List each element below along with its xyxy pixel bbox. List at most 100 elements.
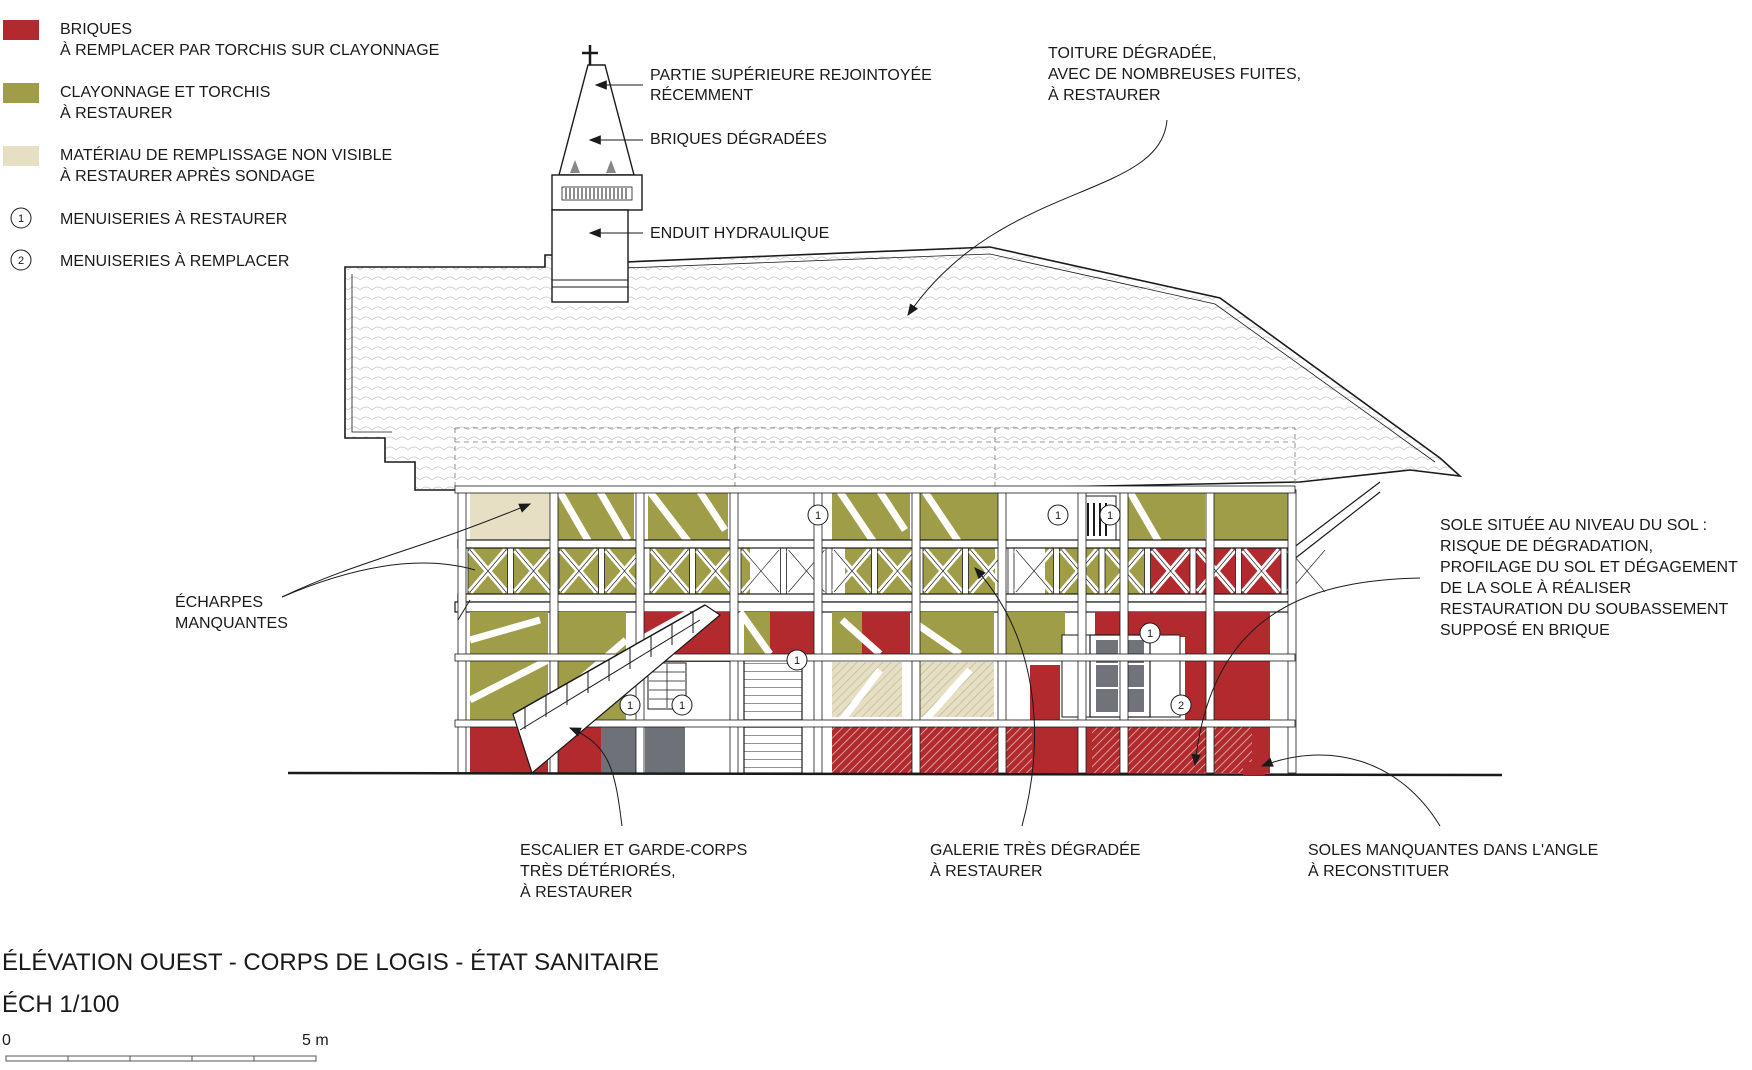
- joinery-marker-1: 1: [1099, 504, 1121, 526]
- scale-bar-end-label: 5 m: [302, 1032, 329, 1049]
- legend-infill-line2: À RESTAURER APRÈS SONDAGE: [60, 166, 315, 185]
- joinery-marker-1: 1: [671, 694, 693, 716]
- svg-text:1: 1: [815, 510, 821, 522]
- gallery-baluster: [1007, 547, 1015, 595]
- gallery-cross-outline: [833, 549, 871, 593]
- annotation-roof-line2: AVEC DE NOMBREUSES FUITES,: [1048, 66, 1301, 83]
- shutter-right: [1149, 634, 1181, 718]
- leader-missing-sills: [1260, 754, 1441, 827]
- frame-post: [1077, 489, 1087, 774]
- gallery-baluster: [507, 547, 514, 595]
- frame-post: [813, 489, 823, 774]
- legend-marker-1-icon: [10, 207, 32, 229]
- upper-brace-beams: [556, 489, 1164, 547]
- gallery-baluster: [643, 547, 651, 595]
- legend-wattle-line2: À RESTAURER: [60, 103, 173, 122]
- stair-handrail-lower: [519, 619, 701, 731]
- joinery-marker-1: 1: [807, 504, 829, 526]
- gallery-cross-outline: [1152, 549, 1189, 593]
- panel-ground-brick: [770, 612, 814, 654]
- hidden-frame-dashed: [454, 427, 1296, 490]
- frame-corner-brace: [457, 599, 471, 621]
- frame-post: [911, 489, 921, 774]
- gallery-baluster: [1235, 547, 1242, 595]
- legend: BRIQUES À REMPLACER PAR TORCHIS SUR CLAY…: [3, 20, 439, 271]
- joinery-marker-1: 1: [786, 649, 808, 671]
- gallery-cross-outline: [560, 549, 598, 593]
- leader-stairs: [568, 727, 623, 827]
- legend-swatch-brick: [3, 20, 39, 40]
- joinery-markers: 1 1 1 1 1 1 1 2: [619, 504, 1192, 716]
- frame-post: [635, 489, 645, 774]
- gallery-cross-outline: [1243, 549, 1280, 593]
- annotation-sill-line1: SOLE SITUÉE AU NIVEAU DU SOL :: [1440, 515, 1707, 534]
- panel-upper-wattle: [1125, 490, 1205, 544]
- annotation-roof-line3: À RESTAURER: [1048, 85, 1161, 104]
- frame-top-plate: [454, 485, 1296, 494]
- leader-lines: [281, 80, 1441, 827]
- leader-braces-upper: [281, 503, 532, 598]
- joinery-marker-1: 1: [619, 694, 641, 716]
- frame-post: [997, 489, 1007, 774]
- legend-marker-2-icon: [10, 249, 32, 271]
- panel-base-gray: [601, 727, 639, 773]
- panel-base-gray: [645, 727, 685, 773]
- gallery-cross-outline: [1197, 549, 1235, 593]
- annotation-chimney-bricks: BRIQUES DÉGRADÉES: [650, 129, 827, 148]
- gallery-cross-outline: [742, 549, 780, 593]
- joinery-marker-1: 1: [1139, 622, 1161, 644]
- frame-post: [1205, 489, 1215, 774]
- frame-post: [457, 489, 467, 774]
- gallery-baluster: [1189, 547, 1197, 595]
- frame-sill-rail: [454, 719, 1296, 728]
- panel-upper-wattle: [556, 490, 634, 544]
- stair-handrail: [512, 604, 706, 715]
- staircase: [512, 604, 721, 775]
- annotation-sill-line5: RESTAURATION DU SOUBASSEMENT: [1440, 601, 1729, 618]
- chimney: [551, 45, 643, 303]
- joinery-marker-2: 2: [1170, 694, 1192, 716]
- svg-text:1: 1: [679, 700, 685, 712]
- leader-braces-lower: [281, 562, 476, 598]
- gallery-cross-outline: [879, 549, 916, 593]
- gallery-cross-outline: [651, 549, 689, 593]
- chimney-spire: [558, 64, 635, 176]
- drawing-title: ÉLÉVATION OUEST - CORPS DE LOGIS - ÉTAT …: [2, 949, 659, 976]
- annotation-missing-sills-line1: SOLES MANQUANTES DANS L'ANGLE: [1308, 842, 1598, 859]
- gallery-baluster: [871, 547, 878, 595]
- legend-infill-line1: MATÉRIAU DE REMPLISSAGE NON VISIBLE: [60, 145, 392, 164]
- panel-ground-wattle: [1005, 612, 1065, 654]
- svg-text:1: 1: [627, 700, 633, 712]
- annotation-sill-line6: SUPPOSÉ EN BRIQUE: [1440, 620, 1610, 639]
- chimney-stack: [551, 209, 629, 303]
- ground-line: [287, 771, 1503, 777]
- scale-bar-start-label: 0: [2, 1032, 11, 1049]
- svg-text:1: 1: [1107, 510, 1113, 522]
- annotation-chimney-top-line1: PARTIE SUPÉRIEURE REJOINTOYÉE: [650, 65, 932, 84]
- gallery-baluster: [962, 547, 969, 595]
- annotation-braces-line2: MANQUANTES: [175, 615, 288, 632]
- annotation-roof-line1: TOITURE DÉGRADÉE,: [1048, 43, 1217, 62]
- scale-label: ÉCH 1/100: [2, 991, 119, 1018]
- annotation-stairs-line3: À RESTAURER: [520, 882, 633, 901]
- gallery-cross-outline: [1015, 549, 1053, 593]
- legend-marker-1-number: 1: [18, 213, 24, 225]
- panel-ground-brick: [1250, 612, 1270, 722]
- gallery-cross-outline: [515, 549, 552, 593]
- gallery-side-brace: [1292, 481, 1381, 561]
- svg-text:1: 1: [794, 655, 800, 667]
- legend-brick-line2: À REMPLACER PAR TORCHIS SUR CLAYONNAGE: [60, 40, 439, 59]
- frame-post: [1119, 489, 1129, 774]
- gallery-baluster: [1053, 547, 1060, 595]
- annotation-braces-line1: ÉCHARPES: [175, 592, 263, 611]
- leader-roof: [907, 119, 1168, 316]
- chimney-vent-right: [606, 160, 616, 173]
- frame-post: [1287, 489, 1297, 774]
- frame-post: [729, 489, 739, 774]
- gallery-top-rail: [457, 539, 1294, 549]
- gallery-baluster: [780, 547, 787, 595]
- gallery-baluster: [825, 547, 833, 595]
- gallery-cross-outline: [469, 549, 507, 593]
- joinery-marker-1: 1: [1047, 504, 1069, 526]
